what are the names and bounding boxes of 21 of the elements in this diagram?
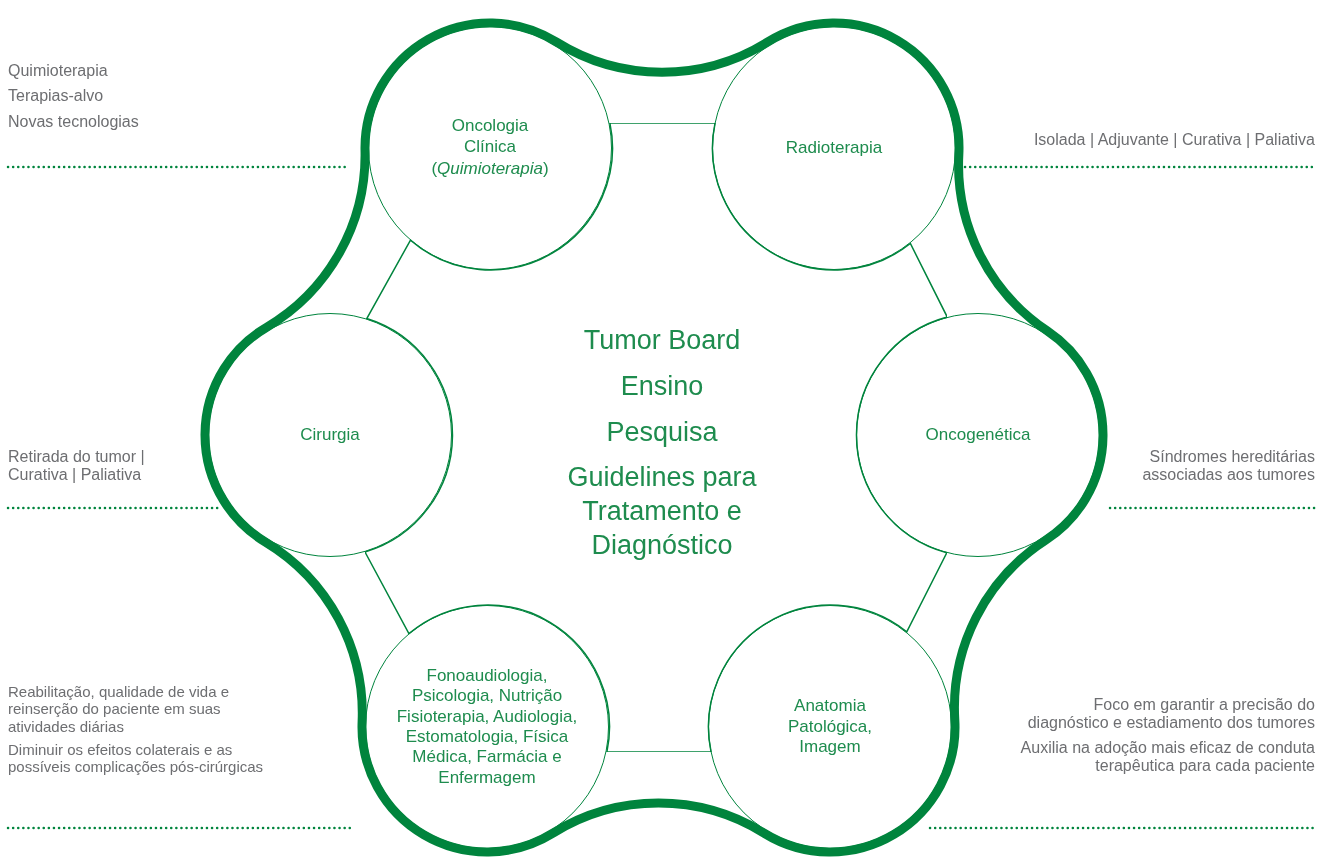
center-topic: Guidelines para Tratamento e Diagnóstico <box>566 461 758 562</box>
side-note: Auxilia na adoção mais eficaz de conduta terapêutica para cada paciente <box>1019 738 1315 776</box>
side-note: Síndromes hereditárias associadas aos tumores <box>1141 448 1315 485</box>
side-note: Terapias-alvo <box>8 87 105 106</box>
node-label: Anatomia Patológica, Imagem <box>786 696 874 758</box>
center-topic: Tumor Board <box>583 324 741 357</box>
center-topic: Ensino <box>620 369 704 403</box>
side-note: Retirada do tumor | Curativa | Paliativa <box>8 448 146 485</box>
center-topic: Pesquisa <box>606 415 718 449</box>
node-label: Radioterapia <box>785 137 883 159</box>
node-label: Fonoaudiologia, Psicologia, Nutrição Fisioterapia, Audiologia, Estomatologia, Física Médica, Farmácia e Enfermagem <box>395 665 579 789</box>
side-note: Foco em garantir a precisão do diagnóstico e estadiamento dos tumores <box>1026 696 1315 733</box>
side-note: Reabilitação, qualidade de vida e reinserção do paciente em suas atividades diárias <box>8 683 230 735</box>
node-label: Oncologia Clínica <box>450 116 530 158</box>
side-note: Diminuir os efeitos colaterais e as possíveis complicações pós-cirúrgicas <box>8 740 265 776</box>
node-label: (Quimioterapia) <box>431 159 549 180</box>
node-label: Cirurgia <box>300 424 360 446</box>
side-note: Isolada | Adjuvante | Curativa | Paliativa <box>1032 131 1315 150</box>
side-note: Quimioterapia <box>8 62 109 81</box>
node-label: Oncogenética <box>925 424 1031 446</box>
side-note: Novas tecnologias <box>8 112 140 132</box>
